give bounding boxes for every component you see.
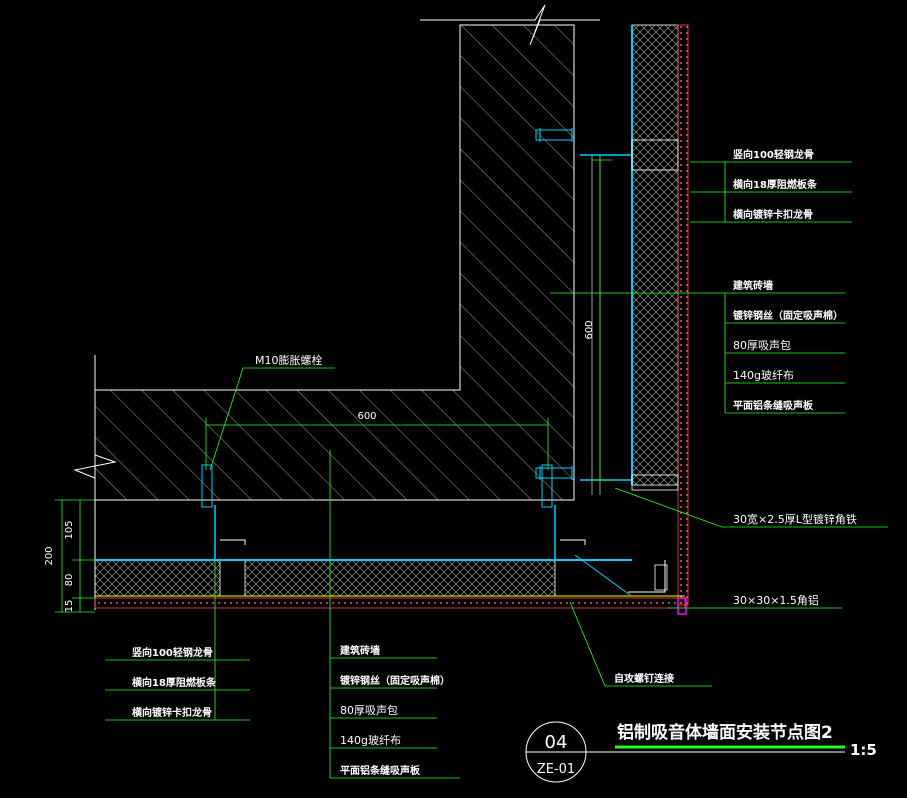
bottom-cladding: [94, 464, 687, 615]
leader-lines: [105, 161, 888, 779]
label-right-2: 横向18厚阻燃板条: [733, 178, 818, 191]
expansion-bolt-upper: [535, 128, 573, 142]
title-block: 04 ZE-01 铝制吸音体墙面安装节点图2 1:5: [525, 721, 877, 783]
label-corner-angle: 30×30×1.5角铝: [733, 593, 819, 607]
right-panel: [677, 24, 689, 606]
dimensions: [55, 159, 612, 613]
label-right-7: 140g玻纤布: [733, 369, 794, 382]
label-right-6: 80厚吸声包: [733, 338, 791, 352]
title-number: 04: [545, 732, 568, 753]
labels-right: 竖向100轻钢龙骨 横向18厚阻燃板条 横向镀锌卡扣龙骨 建筑砖墙 镀锌钢丝（固…: [732, 148, 843, 412]
label-right-1: 竖向100轻钢龙骨: [733, 148, 814, 161]
bottom-acoustic-pad-mid: [244, 559, 556, 597]
label-right-4: 建筑砖墙: [732, 279, 773, 292]
dim-15: 15: [64, 600, 75, 613]
title-text: 铝制吸音体墙面安装节点图2: [617, 722, 833, 743]
label-right-8: 平面铝条缝吸声板: [733, 399, 814, 412]
label-bm-3: 80厚吸声包: [340, 703, 398, 717]
label-right-3: 横向镀锌卡扣龙骨: [733, 208, 813, 221]
callout-labels: M10膨胀螺栓 30宽×2.5厚L型镀锌角铁 30×30×1.5角铝 自攻螺钉连…: [255, 353, 857, 685]
label-angle-iron: 30宽×2.5厚L型镀锌角铁: [733, 512, 857, 526]
dim-vertical-600: 600: [584, 320, 595, 339]
label-bl-2: 横向18厚阻燃板条: [132, 676, 217, 689]
title-sheet: ZE-01: [537, 762, 575, 777]
dim-80: 80: [64, 574, 75, 587]
title-scale: 1:5: [850, 741, 877, 759]
label-bolt: M10膨胀螺栓: [255, 353, 323, 367]
dim-total-200: 200: [44, 546, 55, 565]
label-bl-3: 横向镀锌卡扣龙骨: [132, 706, 212, 719]
expansion-bolt-right: [541, 464, 553, 508]
right-acoustic-pad: [631, 24, 679, 486]
corner-angle: [628, 560, 666, 593]
expansion-bolt-left: [201, 464, 213, 508]
label-bm-5: 平面铝条缝吸声板: [340, 764, 421, 777]
break-line-top: [420, 4, 600, 46]
dim-105: 105: [64, 520, 75, 539]
label-bm-1: 建筑砖墙: [339, 644, 380, 657]
dim-horizontal-600: 600: [357, 411, 376, 422]
brick-wall: [73, 4, 600, 610]
label-bm-2: 镀锌钢丝（固定吸声棉）: [340, 674, 450, 687]
break-line-left: [73, 355, 117, 510]
bottom-acoustic-pad-left: [94, 559, 221, 597]
label-self-tapping: 自攻螺钉连接: [614, 672, 674, 685]
label-bm-4: 140g玻纤布: [340, 734, 401, 747]
label-bl-1: 竖向100轻钢龙骨: [132, 646, 213, 659]
expansion-bolt-lower: [535, 466, 573, 480]
bottom-panel: [94, 597, 686, 609]
labels-bottom-mid: 建筑砖墙 镀锌钢丝（固定吸声棉） 80厚吸声包 140g玻纤布 平面铝条缝吸声板: [339, 644, 450, 777]
label-right-5: 镀锌钢丝（固定吸声棉）: [733, 309, 843, 322]
labels-bottom-left: 竖向100轻钢龙骨 横向18厚阻燃板条 横向镀锌卡扣龙骨: [132, 646, 217, 719]
